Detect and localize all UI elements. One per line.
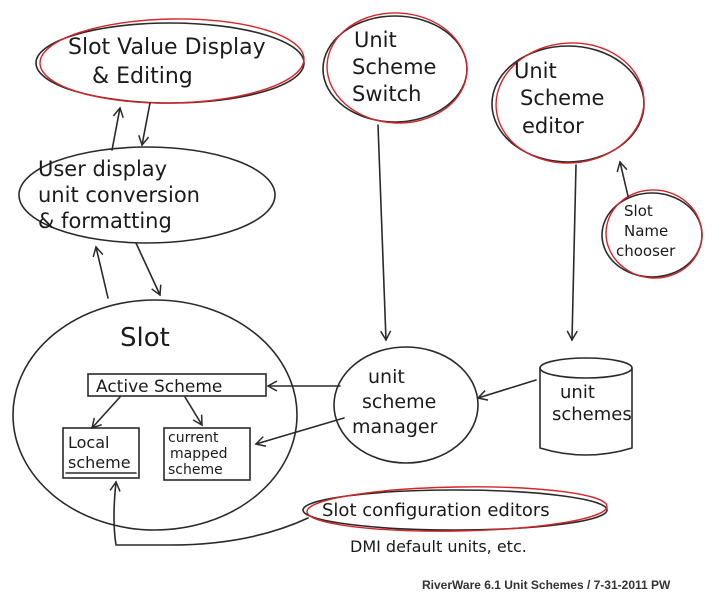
user-display-line3: & formatting	[38, 209, 172, 233]
local-scheme-line1: Local	[68, 433, 109, 452]
current-mapped-scheme-box: current mapped scheme	[163, 427, 251, 481]
slot-value-display-line2: & Editing	[92, 64, 193, 89]
arrow-schemes-to-manager	[476, 379, 537, 401]
slot-node: Slot	[12, 299, 298, 531]
slot-label: Slot	[120, 323, 170, 353]
dmi-default-units-note: DMI default units, etc.	[350, 537, 527, 556]
slot-configuration-editors-label: Slot configuration editors	[322, 500, 550, 521]
unit-scheme-manager-node: unit scheme manager	[333, 346, 479, 464]
active-scheme-label: Active Scheme	[96, 377, 222, 397]
user-display-node: User display unit conversion & formattin…	[18, 146, 276, 244]
unit-schemes-line1: unit	[560, 382, 595, 403]
arrow-slot-to-userdisplay	[92, 245, 109, 299]
unit-scheme-manager-line3: manager	[352, 416, 438, 438]
user-display-line2: unit conversion	[38, 183, 200, 207]
active-scheme-box: Active Scheme	[87, 373, 267, 397]
slot-value-display-node: Slot Value Display & Editing	[35, 18, 305, 104]
slot-value-display-line1: Slot Value Display	[68, 35, 266, 60]
arrow-manager-to-mapped-scheme	[254, 417, 345, 447]
arrow-config-editors-to-local	[109, 480, 309, 546]
current-mapped-scheme-line2: mapped	[170, 446, 228, 462]
slot-configuration-editors-node: Slot configuration editors	[302, 486, 608, 532]
arrows	[90, 102, 629, 546]
unit-scheme-switch-line3: Switch	[352, 82, 421, 106]
local-scheme-line2: scheme	[68, 453, 131, 472]
slot-name-chooser-node: Slot Name chooser	[601, 189, 703, 279]
unit-scheme-editor-line3: editor	[522, 114, 584, 138]
arrow-editor-to-schemes	[566, 164, 578, 342]
unit-scheme-manager-line2: scheme	[362, 391, 436, 413]
arrow-active-to-local	[90, 396, 121, 430]
current-mapped-scheme-line3: scheme	[168, 462, 223, 478]
unit-scheme-editor-line1: Unit	[514, 59, 557, 83]
unit-schemes-database: unit schemes	[539, 357, 633, 456]
arrow-userdisplay-to-slot	[135, 242, 162, 297]
unit-scheme-editor-line2: Scheme	[520, 86, 604, 110]
user-display-line1: User display	[38, 157, 167, 181]
unit-scheme-switch-node: Unit Scheme Switch	[322, 12, 468, 124]
arrow-userdisplay-to-valuedisplay	[111, 106, 124, 151]
slot-name-chooser-line3: chooser	[616, 242, 676, 260]
unit-scheme-editor-node: Unit Scheme editor	[491, 42, 645, 164]
arrow-switch-to-manager	[377, 124, 392, 342]
arrow-valuedisplay-to-userdisplay	[138, 102, 151, 147]
slot-name-chooser-line1: Slot	[624, 202, 653, 220]
arrow-active-to-mapped	[184, 396, 203, 427]
unit-schemes-line2: schemes	[552, 404, 632, 425]
arrow-chooser-to-editor	[616, 160, 629, 197]
current-mapped-scheme-line1: current	[168, 430, 219, 446]
unit-scheme-switch-line2: Scheme	[352, 55, 436, 79]
slot-name-chooser-line2: Name	[624, 222, 668, 240]
unit-scheme-switch-line1: Unit	[354, 28, 397, 52]
local-scheme-box: Local scheme	[62, 427, 140, 479]
footer-caption: RiverWare 6.1 Unit Schemes / 7-31-2011 P…	[422, 578, 671, 592]
unit-scheme-manager-line1: unit	[368, 366, 405, 388]
